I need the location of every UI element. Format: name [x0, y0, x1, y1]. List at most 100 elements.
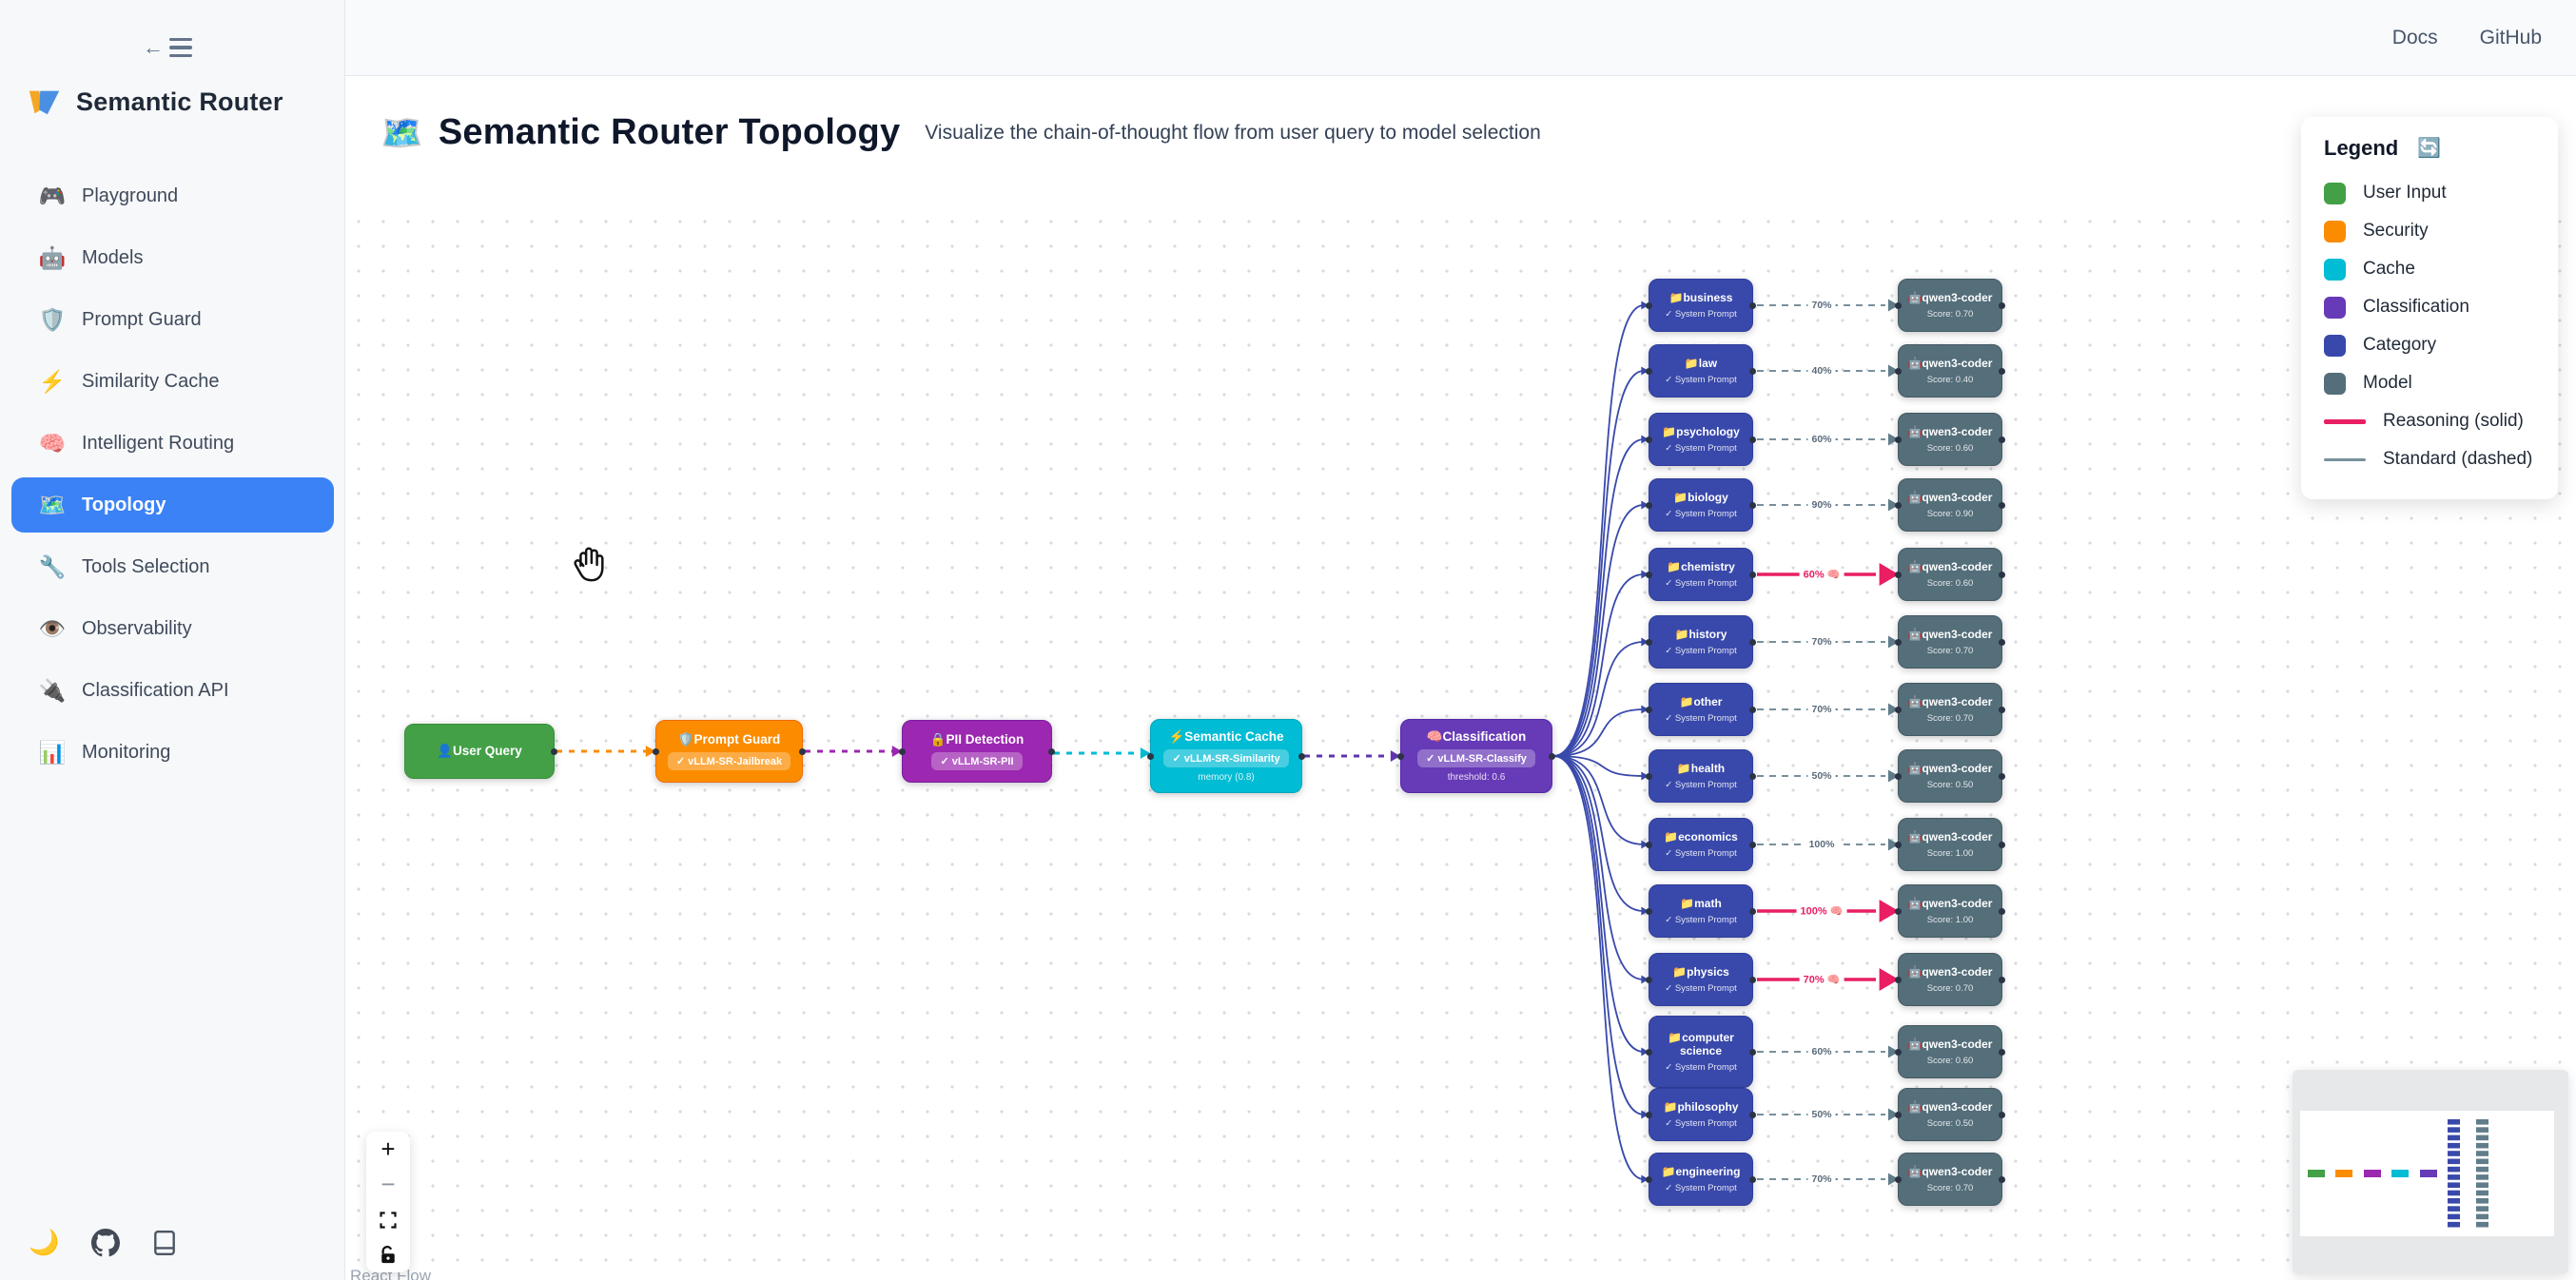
lock-button[interactable] [366, 1237, 410, 1272]
category-node-law[interactable]: 📁law✓ System Prompt [1646, 344, 1756, 398]
edge-label: 90% [1807, 499, 1836, 511]
model-badge: ✓ vLLM-SR-Jailbreak [667, 752, 791, 770]
map-emoji-icon: 🗺️ [381, 112, 423, 152]
category-node-business[interactable]: 📁business ✓ System Prompt [1646, 279, 1756, 332]
sidebar-item-models[interactable]: 🤖Models [11, 230, 334, 285]
system-prompt-label: ✓ System Prompt [1665, 309, 1737, 320]
category-node-philosophy[interactable]: 📁philosophy✓ System Prompt [1646, 1088, 1756, 1141]
model-label: 🤖qwen3-coder [1907, 628, 1993, 641]
sidebar-item-intelligent-routing[interactable]: 🧠Intelligent Routing [11, 416, 334, 471]
system-prompt-label: ✓ System Prompt [1665, 915, 1737, 926]
edge-label: 70% [1807, 704, 1836, 715]
system-prompt-label: ✓ System Prompt [1665, 1183, 1737, 1194]
playground-icon: 🎮 [38, 183, 67, 208]
legend-swatch [2324, 182, 2346, 204]
sidebar-item-playground[interactable]: 🎮Playground [11, 168, 334, 223]
github-icon[interactable] [91, 1228, 121, 1257]
node-pii-detection[interactable]: 🔒PII Detection ✓ vLLM-SR-PII [899, 720, 1055, 783]
fit-view-button[interactable] [366, 1202, 410, 1237]
category-node-engineering[interactable]: 📁engineering✓ System Prompt [1646, 1153, 1756, 1206]
sidebar-item-tools-selection[interactable]: 🔧Tools Selection [11, 539, 334, 594]
zoom-in-button[interactable]: + [366, 1132, 410, 1167]
category-node-economics[interactable]: 📁economics✓ System Prompt [1646, 818, 1756, 871]
category-node-math[interactable]: 📁math✓ System Prompt [1646, 884, 1756, 938]
model-score: Score: 0.90 [1926, 509, 1974, 519]
category-label: 📁psychology [1662, 424, 1740, 438]
model-badge: ✓ vLLM-SR-Similarity [1163, 749, 1289, 767]
category-label: 📁biology [1673, 490, 1728, 504]
logo-icon [29, 90, 60, 115]
sidebar-item-prompt-guard[interactable]: 🛡️Prompt Guard [11, 292, 334, 347]
legend-refresh-icon[interactable]: 🔄 [2417, 138, 2442, 159]
category-label: 📁business [1669, 290, 1733, 304]
sidebar-item-classification-api[interactable]: 🔌Classification API [11, 663, 334, 718]
legend-label: User Input [2363, 183, 2447, 203]
system-prompt-label: ✓ System Prompt [1665, 646, 1737, 657]
prompt-guard-icon: 🛡️ [38, 306, 67, 332]
edge-label: 70% [1807, 300, 1836, 311]
model-score: Score: 1.00 [1926, 848, 1974, 859]
edge-label: 70% 🧠 [1799, 973, 1844, 986]
model-score: Score: 0.70 [1926, 1183, 1974, 1193]
category-node-other[interactable]: 📁other ✓ System Prompt [1646, 683, 1756, 736]
legend-item: Cache [2324, 250, 2535, 288]
system-prompt-label: ✓ System Prompt [1665, 713, 1737, 725]
flow-controls: + − [366, 1132, 410, 1272]
node-semantic-cache[interactable]: ⚡Semantic Cache ✓ vLLM-SR-Similarity mem… [1147, 719, 1305, 793]
category-node-health[interactable]: 📁health✓ System Prompt [1646, 749, 1756, 803]
category-node-chemistry[interactable]: 📁chemistry✓ System Prompt [1646, 548, 1756, 601]
category-node-physics[interactable]: 📁physics✓ System Prompt [1646, 953, 1756, 1006]
fit-view-icon [380, 1211, 397, 1229]
system-prompt-label: ✓ System Prompt [1665, 375, 1737, 386]
legend-label: Cache [2363, 259, 2415, 279]
zoom-out-button[interactable]: − [366, 1167, 410, 1202]
sidebar-item-observability[interactable]: 👁️Observability [11, 601, 334, 656]
sidebar-item-monitoring[interactable]: 📊Monitoring [11, 725, 334, 780]
hamburger-icon [169, 37, 192, 58]
category-node-psychology[interactable]: 📁psychology✓ System Prompt [1646, 413, 1756, 466]
sidebar-item-similarity-cache[interactable]: ⚡Similarity Cache [11, 354, 334, 409]
github-link[interactable]: GitHub [2479, 26, 2542, 48]
sidebar-item-label: Observability [82, 617, 192, 639]
model-score: Score: 1.00 [1926, 915, 1974, 925]
system-prompt-label: ✓ System Prompt [1665, 578, 1737, 590]
edge-label: 100% [1805, 839, 1839, 850]
node-classification[interactable]: 🧠Classification ✓ vLLM-SR-Classify thres… [1397, 719, 1555, 793]
category-node-history[interactable]: 📁history✓ System Prompt [1646, 615, 1756, 669]
flow-minimap[interactable] [2293, 1070, 2568, 1274]
sidebar-item-label: Intelligent Routing [82, 432, 235, 454]
collapse-arrow-icon: ← [143, 35, 164, 59]
model-label: 🤖qwen3-coder [1907, 291, 1993, 304]
model-score: Score: 0.70 [1926, 713, 1974, 724]
legend-swatch [2324, 372, 2346, 395]
sidebar-item-label: Similarity Cache [82, 370, 220, 392]
category-node-computer-science[interactable]: 📁computer science✓ System Prompt [1646, 1016, 1756, 1088]
sidebar-item-topology[interactable]: 🗺️Topology [11, 477, 334, 533]
docs-book-icon[interactable] [152, 1230, 177, 1256]
docs-link[interactable]: Docs [2391, 26, 2438, 48]
category-node-biology[interactable]: 📁biology✓ System Prompt [1646, 478, 1756, 532]
node-user-query[interactable]: 👤User Query [404, 724, 557, 779]
legend-item: Model [2324, 364, 2535, 402]
system-prompt-label: ✓ System Prompt [1665, 848, 1737, 860]
legend-line-swatch [2324, 418, 2366, 424]
theme-toggle-moon-icon[interactable]: 🌙 [29, 1228, 60, 1256]
node-prompt-guard[interactable]: 🛡️Prompt Guard ✓ vLLM-SR-Jailbreak [653, 720, 806, 783]
models-icon: 🤖 [38, 244, 67, 270]
sidebar-collapse-button[interactable]: ← [143, 30, 200, 65]
category-label: 📁other [1679, 694, 1723, 708]
